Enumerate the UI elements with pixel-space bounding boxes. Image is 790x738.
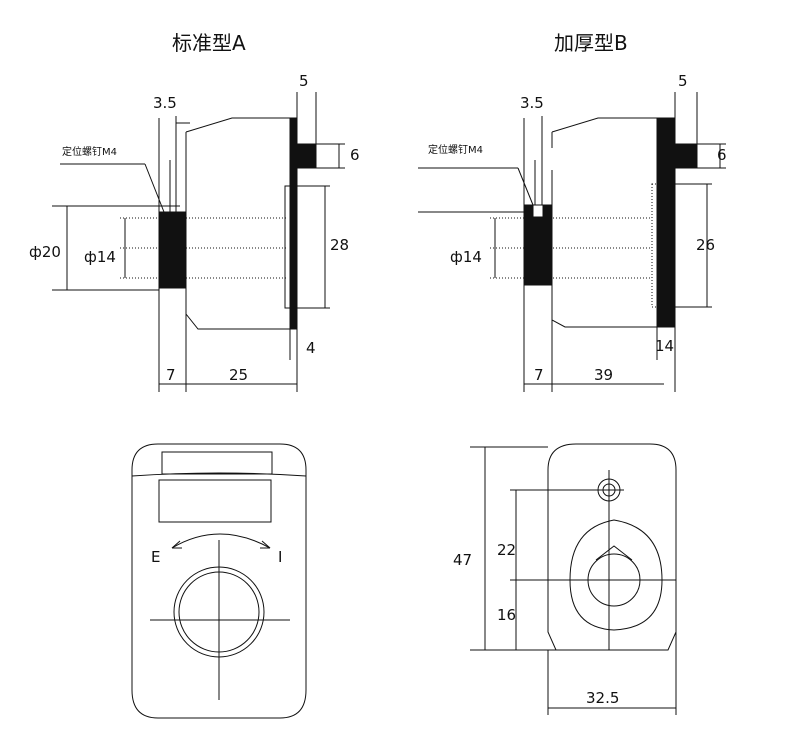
- dim-a-6: 6: [350, 146, 360, 164]
- side-b-tab: [674, 143, 698, 169]
- dim-a-25: 25: [229, 366, 249, 384]
- front-a-window: [158, 479, 272, 523]
- side-a-body: [185, 117, 290, 330]
- side-b-back-plate: [656, 117, 676, 328]
- screw-label-a: 定位螺钉M4: [62, 147, 117, 158]
- title-thick-b: 加厚型B: [554, 31, 628, 55]
- dim-b-22: 22: [497, 541, 517, 559]
- dim-a-phi14: ф14: [84, 248, 116, 266]
- dim-a-phi20: ф20: [29, 243, 61, 261]
- side-a-front-plate: [158, 211, 187, 289]
- mark-i: I: [278, 548, 283, 566]
- dim-b-39: 39: [594, 366, 614, 384]
- dim-b-26: 26: [696, 236, 716, 254]
- dim-b-6: 6: [717, 146, 727, 164]
- dim-a-4: 4: [306, 339, 316, 357]
- dim-b-7: 7: [534, 366, 544, 384]
- dim-b-47: 47: [453, 551, 473, 569]
- dim-a-5: 5: [299, 72, 309, 90]
- side-b-screw-slot: [532, 204, 544, 218]
- front-a-housing: [131, 443, 307, 719]
- front-view-a: [131, 443, 307, 719]
- side-a-back-plate: [289, 117, 298, 330]
- dim-b-32-5: 32.5: [586, 689, 620, 707]
- dim-a-7: 7: [166, 366, 176, 384]
- side-a-tab: [296, 143, 317, 169]
- side-b-flange: [651, 183, 658, 308]
- front-a-rotation-arrow: [171, 533, 271, 549]
- side-b-body: [551, 117, 657, 328]
- dim-a-3-5: 3.5: [153, 94, 177, 112]
- dim-b-5: 5: [678, 72, 688, 90]
- dim-b-14: 14: [655, 337, 675, 355]
- screw-label-b: 定位螺钉M4: [428, 145, 483, 156]
- front-b-knob: [569, 519, 663, 631]
- front-a-window-top: [161, 451, 273, 475]
- side-a-flange: [284, 185, 291, 309]
- dim-a-28: 28: [330, 236, 350, 254]
- dim-b-phi14: ф14: [450, 248, 482, 266]
- front-view-b: [470, 443, 677, 715]
- dim-b-3-5: 3.5: [520, 94, 544, 112]
- front-b-housing: [547, 443, 677, 651]
- title-standard-a: 标准型A: [172, 31, 246, 55]
- side-view-a: [52, 92, 345, 392]
- mark-e: E: [151, 548, 161, 566]
- dim-b-16: 16: [497, 606, 517, 624]
- side-view-b: [418, 92, 726, 392]
